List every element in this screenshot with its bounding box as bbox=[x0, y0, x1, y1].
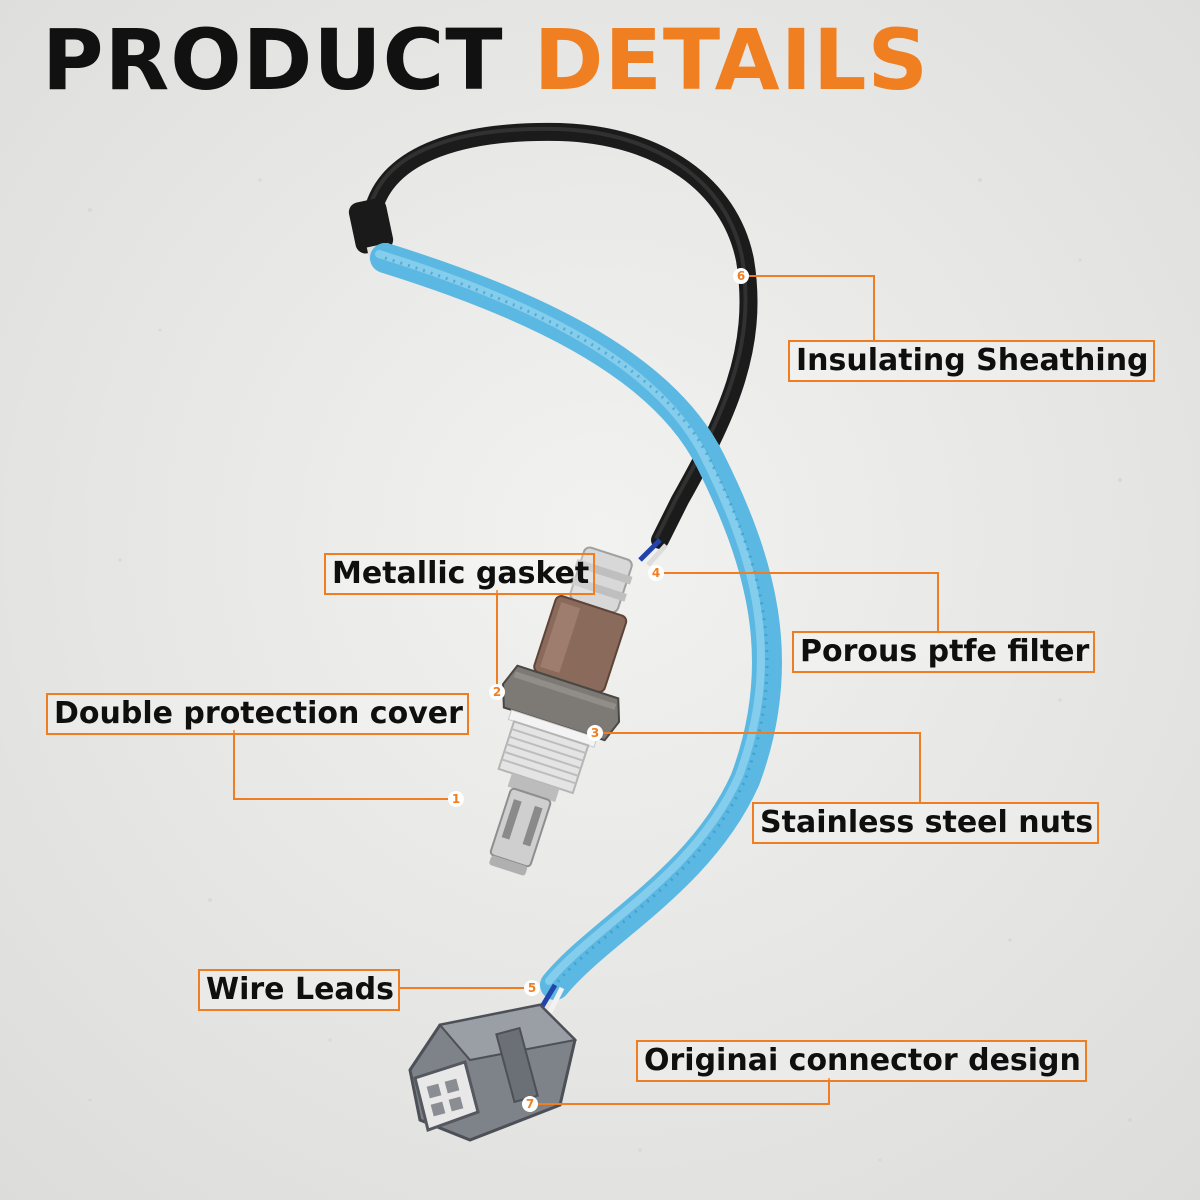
label-metallic-gasket: Metallic gasket bbox=[324, 553, 596, 595]
blue-cable bbox=[370, 243, 782, 1000]
leader-line-1 bbox=[233, 730, 456, 800]
label-porous-ptfe-filter: Porous ptfe filter bbox=[792, 631, 1096, 673]
black-cable bbox=[363, 122, 758, 549]
label-stainless-steel-nuts: Stainless steel nuts bbox=[752, 802, 1100, 844]
leader-line-4 bbox=[656, 572, 939, 633]
leader-line-3 bbox=[595, 732, 921, 803]
leader-line-6 bbox=[741, 275, 875, 340]
label-wire-leads: Wire Leads bbox=[198, 969, 400, 1011]
sensor-wires bbox=[638, 538, 668, 567]
leader-line-7 bbox=[530, 1078, 830, 1105]
callout-number-3: 3 bbox=[587, 725, 603, 741]
page-title: PRODUCT DETAILS bbox=[42, 18, 929, 102]
label-connector-design: Originai connector design bbox=[636, 1040, 1087, 1082]
title-word-details: DETAILS bbox=[533, 11, 929, 109]
callout-number-4: 4 bbox=[648, 565, 664, 581]
label-double-protection-cover: Double protection cover bbox=[46, 693, 469, 735]
label-insulating-sheathing: Insulating Sheathing bbox=[788, 340, 1155, 382]
callout-number-1: 1 bbox=[448, 791, 464, 807]
callout-number-6: 6 bbox=[733, 268, 749, 284]
callout-number-2: 2 bbox=[489, 684, 505, 700]
connector-plug bbox=[408, 1003, 578, 1142]
callout-number-5: 5 bbox=[524, 980, 540, 996]
leader-lines bbox=[233, 275, 939, 1105]
title-word-product: PRODUCT bbox=[42, 11, 504, 109]
callout-number-7: 7 bbox=[522, 1096, 538, 1112]
oxygen-sensor bbox=[489, 546, 633, 876]
